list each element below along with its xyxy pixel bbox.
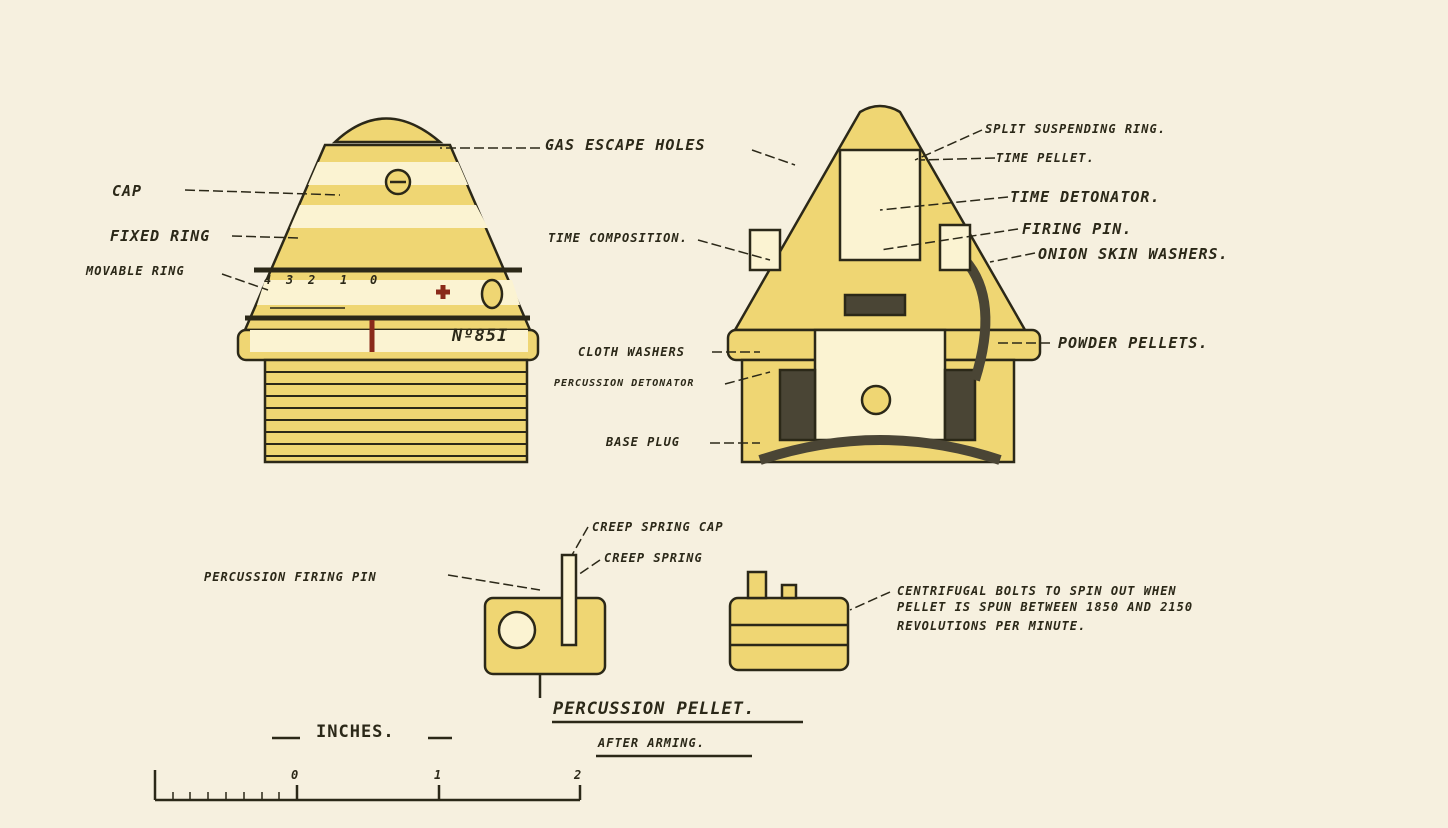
- ring-scale-3: 3: [286, 273, 295, 287]
- label-time-composition: TIME COMPOSITION.: [548, 231, 688, 245]
- label-split-suspending-ring: SPLIT SUSPENDING RING.: [985, 122, 1166, 136]
- ring-scale-2: 2: [308, 273, 317, 287]
- leader-lines: [184, 129, 1050, 611]
- label-centrifugal-1: CENTRIFUGAL BOLTS TO SPIN OUT WHEN: [897, 584, 1177, 598]
- fuse-number: Nº85I: [452, 326, 509, 346]
- sectioned-fuse: [726, 104, 1042, 465]
- time-pellet-bolts: [728, 570, 850, 672]
- label-movable-ring: MOVABLE RING: [86, 264, 185, 278]
- label-firing-pin: FIRING PIN.: [1022, 220, 1133, 238]
- pellet-subtitle: AFTER ARMING.: [598, 736, 705, 750]
- label-powder-pellets: POWDER PELLETS.: [1058, 334, 1209, 352]
- label-percussion-detonator: PERCUSSION DETONATOR: [554, 378, 695, 389]
- scale-tick-2: 2: [574, 768, 583, 782]
- label-fixed-ring: FIXED RING: [110, 227, 211, 245]
- external-fuse: [236, 117, 540, 464]
- scale-tick-0: 0: [291, 768, 300, 782]
- label-time-detonator: TIME DETONATOR.: [1010, 188, 1161, 206]
- label-time-pellet: TIME PELLET.: [996, 151, 1095, 165]
- ring-scale-4: 4: [264, 273, 273, 287]
- scale-tick-1: 1: [434, 768, 443, 782]
- label-percussion-firing-pin: PERCUSSION FIRING PIN: [204, 570, 377, 584]
- label-gas-escape-holes: GAS ESCAPE HOLES: [545, 136, 706, 154]
- label-cap: CAP: [112, 182, 143, 200]
- label-cloth-washers: CLOTH WASHERS: [578, 345, 685, 359]
- label-centrifugal-2: PELLET IS SPUN BETWEEN 1850 AND 2150: [897, 600, 1194, 614]
- label-onion-skin-washers: ONION SKIN WASHERS.: [1038, 245, 1229, 263]
- scale-title: INCHES.: [316, 722, 395, 742]
- pellet-title: PERCUSSION PELLET.: [553, 699, 756, 719]
- label-base-plug: BASE PLUG: [606, 435, 681, 449]
- ring-scale-0: 0: [370, 273, 379, 287]
- label-creep-spring: CREEP SPRING: [604, 551, 703, 565]
- scale-bar: [153, 720, 803, 802]
- ring-scale-1: 1: [340, 273, 349, 287]
- label-centrifugal-3: REVOLUTIONS PER MINUTE.: [897, 619, 1087, 633]
- percussion-pellet: [483, 553, 607, 698]
- label-creep-spring-cap: CREEP SPRING CAP: [592, 520, 724, 534]
